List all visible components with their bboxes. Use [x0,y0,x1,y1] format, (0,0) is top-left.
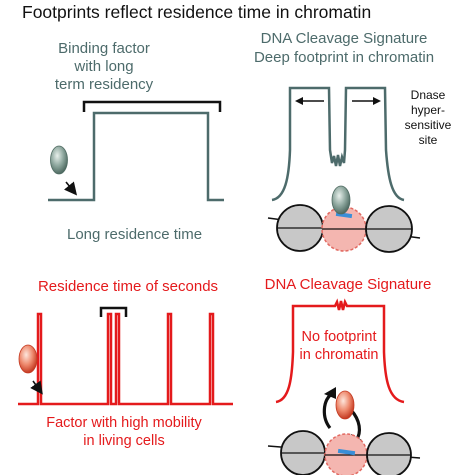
binding-factor-teal [50,145,68,175]
factor-arrow [63,181,78,196]
dna-site-2 [337,448,356,456]
cleavage-signature-title-2: DNA Cleavage Signature [265,276,432,293]
exchange-arrow-left [322,391,335,429]
panel-no-footprint: DNA Cleavage Signature No footprint in c… [265,276,432,475]
high-mobility-caption-1: Factor with high mobility [46,415,202,431]
no-footprint-label-2: in chromatin [300,347,379,363]
panel-short-residence: Residence time of seconds Factor with hi… [18,278,233,449]
mobility-bracket [99,306,128,317]
exchanging-factor-red [335,390,355,420]
right-arrow [352,97,381,105]
left-arrow [295,97,324,105]
binding-factor-label-3: term residency [55,76,154,93]
residence-seconds-title: Residence time of seconds [38,278,218,295]
mobile-factor-arrow [30,380,43,395]
no-footprint-label-1: No footprint [302,329,377,345]
deep-footprint-curve [271,86,405,202]
no-footprint-curve [275,298,405,404]
binding-factor-label-1: Binding factor [58,40,150,57]
residence-bracket [82,100,222,112]
panel-long-residence: Binding factor with long term residency … [48,40,224,243]
high-mobility-caption-2: in living cells [83,433,164,449]
nucleosome-right-2 [366,432,412,475]
dnase-label-3: sensitive [405,118,452,132]
dnase-label-4: site [419,133,438,147]
dnase-label-1: Dnase [411,88,446,102]
cleavage-signature-title: DNA Cleavage Signature [261,30,428,47]
dnase-label-2: hyper- [411,103,445,117]
long-residence-trace [48,111,224,202]
bound-factor-teal [331,185,351,215]
deep-footprint-title: Deep footprint in chromatin [254,49,434,66]
short-residence-trace [18,312,233,406]
long-residence-caption: Long residence time [67,226,202,243]
mobile-factor-red [18,344,38,374]
binding-factor-label-2: with long [73,58,133,75]
panel-deep-footprint: DNA Cleavage Signature Deep footprint in… [254,30,452,253]
figure-title: Footprints reflect residence time in chr… [22,2,371,22]
